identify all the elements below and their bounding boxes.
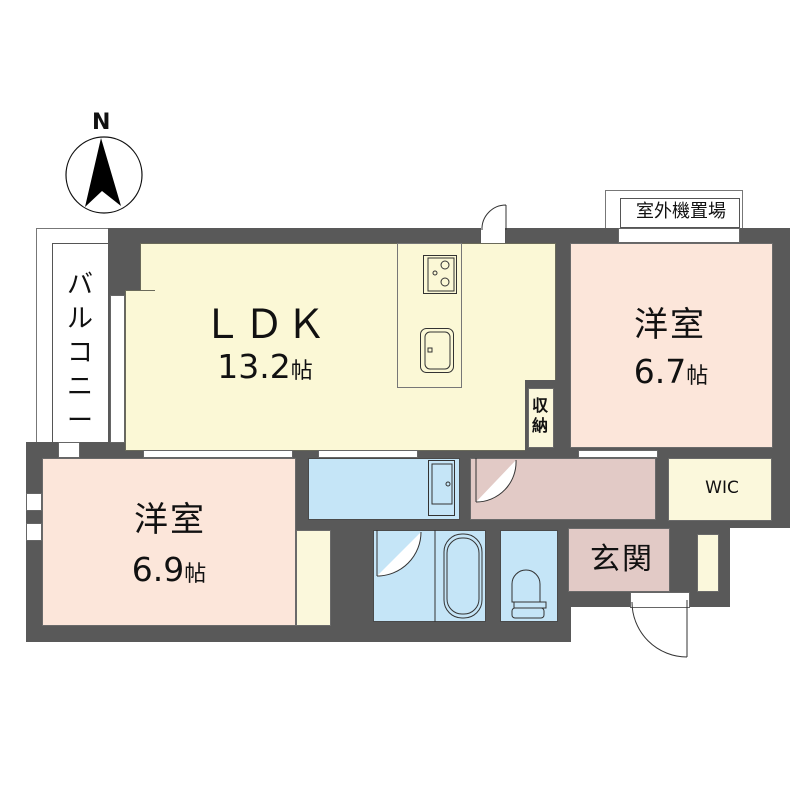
hallway-door-swing-icon	[475, 458, 517, 503]
window-sw-west-2[interactable]	[26, 523, 42, 541]
western-ne-size-unit: 帖	[686, 364, 709, 389]
room-western-ne	[570, 243, 773, 448]
ldk-size: 13.2帖	[210, 350, 320, 383]
ldk-north-door[interactable]	[480, 228, 506, 243]
compass-north-label: N	[92, 110, 111, 135]
room-ldk-west-ext	[125, 290, 155, 451]
balcony-inner	[52, 243, 110, 443]
western-sw-size: 6.9帖	[124, 553, 214, 586]
balcony-label: バルコニー	[66, 270, 93, 436]
western-sw-size-unit: 帖	[184, 562, 207, 587]
window-ldk-south[interactable]	[143, 450, 293, 458]
window-balcony-ldk[interactable]	[110, 295, 125, 443]
ldk-name: ＬＤＫ	[202, 302, 328, 348]
room-wic	[668, 458, 772, 521]
kitchen-counter	[397, 243, 462, 388]
entrance-door[interactable]	[630, 592, 690, 608]
western-ne-name: 洋室	[634, 305, 706, 345]
window-ne-south[interactable]	[578, 450, 658, 458]
toilet-icon	[511, 569, 547, 619]
door-swing-icon	[481, 204, 507, 231]
window-ne[interactable]	[618, 228, 740, 243]
closet-sw	[296, 530, 331, 626]
room-western-sw	[42, 458, 296, 626]
room-bathroom	[373, 530, 486, 622]
balcony-door[interactable]	[58, 442, 80, 458]
ldk-size-unit: 帖	[290, 359, 313, 384]
western-sw-size-value: 6.9	[131, 550, 185, 589]
room-toilet	[500, 530, 558, 622]
room-storage	[528, 388, 554, 448]
room-ldk	[140, 243, 556, 451]
bathtub-icon	[434, 530, 483, 622]
entrance-door-swing-icon	[631, 600, 688, 658]
western-ne-size-value: 6.7	[633, 352, 687, 391]
washbasin-icon	[428, 460, 455, 516]
north-arrow-icon	[65, 136, 143, 214]
stove-icon	[423, 255, 457, 294]
western-ne-size: 6.7帖	[626, 355, 716, 388]
wic-label: WIC	[705, 478, 739, 498]
window-washroom[interactable]	[318, 450, 418, 458]
outdoor-unit-label: 室外機置場	[636, 201, 726, 222]
room-entrance	[568, 528, 670, 592]
window-sw-west-1[interactable]	[26, 493, 42, 511]
western-sw-name: 洋室	[134, 500, 206, 540]
sink-icon	[420, 328, 454, 373]
shoe-cabinet	[697, 534, 719, 592]
ldk-size-value: 13.2	[217, 347, 291, 386]
room-washroom	[308, 458, 460, 520]
outdoor-unit-label-box	[620, 198, 740, 228]
entrance-label: 玄関	[590, 542, 654, 577]
storage-label: 収納	[531, 396, 548, 435]
room-hallway	[470, 458, 656, 520]
bathroom-door-swing-icon	[376, 530, 422, 577]
